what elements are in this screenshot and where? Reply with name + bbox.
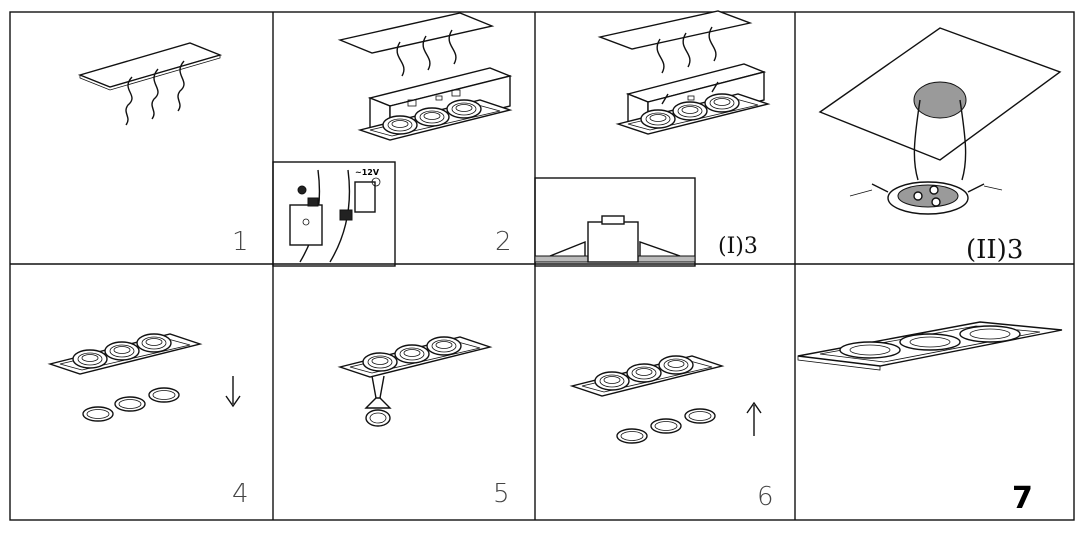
step-4-label: 4 bbox=[232, 479, 249, 509]
step-2-panel: ~12V 2 bbox=[272, 12, 513, 267]
step-6-panel: 6 bbox=[572, 356, 774, 512]
step-1-label: 1 bbox=[232, 227, 249, 257]
round-downlight bbox=[849, 181, 1003, 215]
step-4-panel: 4 bbox=[50, 334, 249, 509]
step-3b-panel: (II)3 bbox=[818, 27, 1062, 265]
ceiling-tile-with-wires bbox=[597, 10, 753, 74]
ceiling-tile-with-wires bbox=[337, 12, 495, 77]
ceiling-tile-with-wires bbox=[79, 42, 221, 126]
trim-rings bbox=[82, 387, 180, 422]
installed-fixture bbox=[797, 321, 1063, 371]
trim-rings bbox=[616, 408, 716, 444]
step-3b-label: (II)3 bbox=[966, 235, 1023, 265]
step-1-panel: 1 bbox=[79, 42, 249, 257]
step-5-label: 5 bbox=[493, 479, 510, 509]
triple-fixture bbox=[340, 337, 490, 377]
step-6-label: 6 bbox=[757, 482, 774, 512]
step-2-label: 2 bbox=[495, 227, 512, 257]
section-inset bbox=[534, 177, 696, 267]
step-7-label: 7 bbox=[1012, 481, 1033, 516]
triple-fixture bbox=[50, 334, 200, 374]
arrow-down-icon bbox=[225, 376, 241, 408]
step-7-panel: 7 bbox=[797, 321, 1063, 516]
step-3a-panel: (I)3 bbox=[534, 10, 768, 267]
wiring-inset: ~12V bbox=[272, 161, 396, 267]
step-3a-label: (I)3 bbox=[718, 234, 758, 259]
panel-grid bbox=[9, 11, 1075, 521]
voltage-label: ~12V bbox=[355, 168, 380, 177]
triple-fixture bbox=[572, 356, 722, 396]
step-5-panel: 5 bbox=[340, 337, 510, 509]
arrow-up-icon bbox=[746, 401, 762, 436]
mr16-lamp-icon bbox=[364, 375, 392, 427]
ceiling-tile-round-cutout bbox=[818, 27, 1062, 181]
